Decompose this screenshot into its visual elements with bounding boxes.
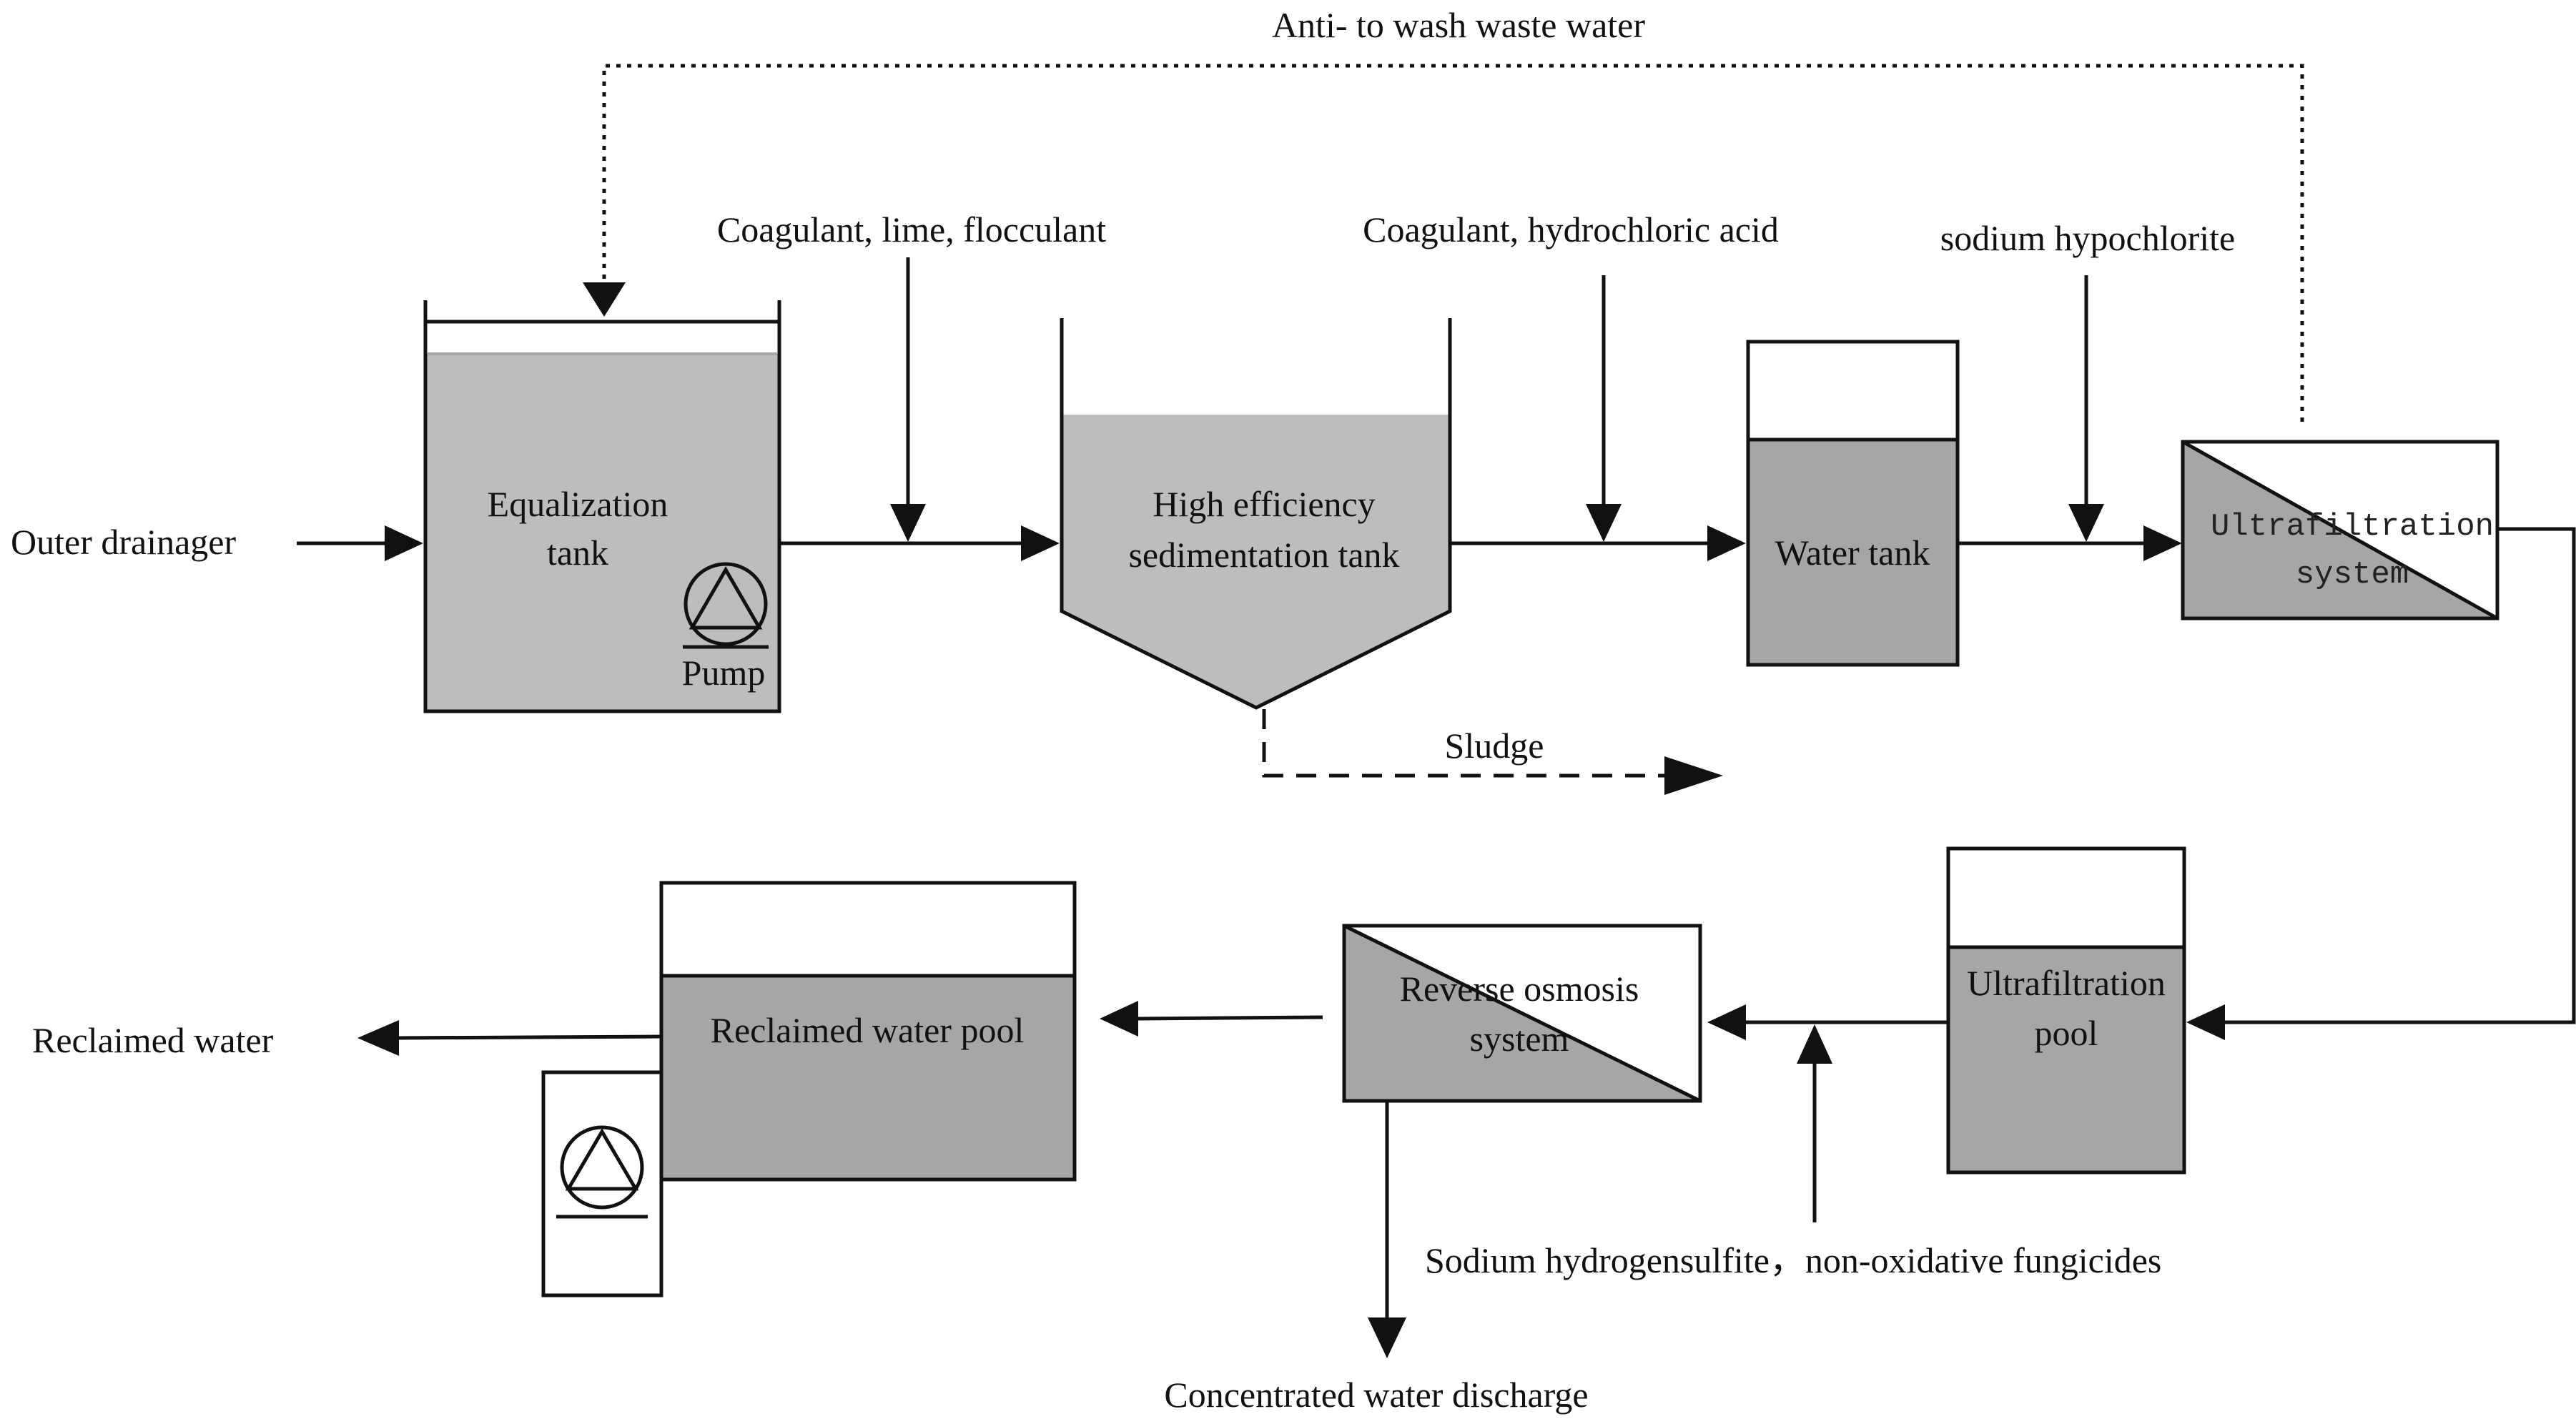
equalization-label-line1: Equalization bbox=[488, 484, 668, 524]
ultrafiltration-system-label-line1: Ultrafiltration bbox=[2211, 509, 2494, 545]
flow-line-4 bbox=[2224, 527, 2576, 1024]
concentrated-discharge-label: Concentrated water discharge bbox=[1164, 1375, 1588, 1415]
water-tank-label: Water tank bbox=[1775, 533, 1930, 573]
chemical-label-4: Sodium hydrogensulfite，non-oxidative fun… bbox=[1425, 1240, 2161, 1280]
reverse-osmosis-label-line2: system bbox=[1470, 1019, 1569, 1059]
arrow-head-icon bbox=[1100, 1001, 1138, 1037]
sedimentation-label-line1: High efficiency bbox=[1153, 484, 1375, 524]
chemical-label-1: Coagulant, lime, flocculant bbox=[717, 209, 1106, 249]
chemical-label-2: Coagulant, hydrochloric acid bbox=[1363, 209, 1779, 249]
reclaimed-output-line bbox=[396, 1034, 662, 1040]
arrow-head-icon bbox=[1368, 1317, 1406, 1358]
reclaimed-pump-housing bbox=[541, 1070, 663, 1297]
arrow-head-icon bbox=[1707, 1004, 1746, 1040]
arrow-head-icon bbox=[1707, 525, 1746, 561]
reverse-osmosis-label-line1: Reverse osmosis bbox=[1400, 969, 1639, 1009]
arrow-head-icon bbox=[1021, 525, 1060, 561]
arrow-head-icon bbox=[890, 504, 926, 542]
pump-icon bbox=[556, 1125, 648, 1219]
arrow-head-icon bbox=[385, 525, 423, 561]
sludge-line bbox=[1262, 709, 1673, 778]
sedimentation-label-line2: sedimentation tank bbox=[1128, 535, 1399, 575]
arrow-head-icon bbox=[2143, 525, 2182, 561]
pump-icon bbox=[683, 562, 769, 649]
ultrafiltration-system: Ultrafiltration system bbox=[2181, 440, 2499, 620]
backwash-loop bbox=[583, 64, 2304, 422]
pump-label: Pump bbox=[682, 653, 766, 693]
arrow-head-icon bbox=[1586, 504, 1622, 542]
reclaimed-water-pool: Reclaimed water pool bbox=[659, 881, 1077, 1182]
ultrafiltration-pool-label-line1: Ultrafiltration bbox=[1967, 963, 2166, 1003]
ultrafiltration-pool-label-line2: pool bbox=[2035, 1013, 2098, 1053]
ultrafiltration-pool: Ultrafiltration pool bbox=[1946, 846, 2186, 1175]
outer-drainage-label: Outer drainager bbox=[11, 522, 236, 562]
equalization-tank: Equalization tank Pump bbox=[423, 300, 781, 713]
sludge-label: Sludge bbox=[1445, 726, 1544, 766]
arrow-head-icon bbox=[1664, 756, 1723, 795]
reverse-osmosis-system: Reverse osmosis system bbox=[1342, 924, 1702, 1103]
reclaimed-water-label: Reclaimed water bbox=[32, 1020, 274, 1060]
sedimentation-tank: High efficiency sedimentation tank bbox=[1060, 318, 1452, 710]
arrow-head-icon bbox=[357, 1020, 399, 1056]
ultrafiltration-system-label-line2: system bbox=[2296, 557, 2409, 593]
equalization-label-line2: tank bbox=[547, 533, 608, 573]
arrow-head-icon bbox=[2186, 1004, 2225, 1040]
flow-line-6 bbox=[1136, 1015, 1323, 1021]
arrow-head-icon bbox=[1797, 1024, 1832, 1064]
water-tank: Water tank bbox=[1746, 340, 1960, 667]
backwash-label: Anti- to wash waste water bbox=[1272, 5, 1645, 45]
reclaimed-pool-label: Reclaimed water pool bbox=[711, 1010, 1025, 1050]
chemical-label-3: sodium hypochlorite bbox=[1940, 218, 2235, 258]
arrow-head-icon bbox=[583, 282, 626, 317]
arrow-head-icon bbox=[2068, 504, 2104, 542]
